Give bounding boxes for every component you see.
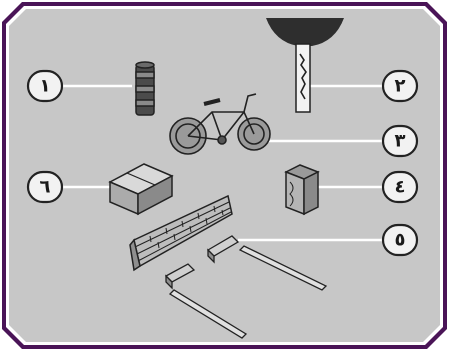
- badge-1: ١: [28, 71, 62, 101]
- badge-5-label: ٥: [395, 230, 406, 251]
- panel-background: [9, 9, 440, 342]
- badge-1-label: ١: [40, 76, 51, 97]
- badge-3: ٣: [383, 126, 417, 156]
- badge-6: ٦: [28, 172, 62, 202]
- badge-6-label: ٦: [40, 177, 51, 198]
- wooden-block-icon: [286, 165, 318, 214]
- badge-2: ٢: [383, 71, 417, 101]
- badge-4-label: ٤: [395, 177, 406, 198]
- badge-2-label: ٢: [395, 76, 406, 97]
- badge-3-label: ٣: [395, 131, 406, 152]
- badge-5: ٥: [383, 225, 417, 255]
- badge-4: ٤: [383, 172, 417, 202]
- stacked-cylinder-icon: [136, 62, 154, 115]
